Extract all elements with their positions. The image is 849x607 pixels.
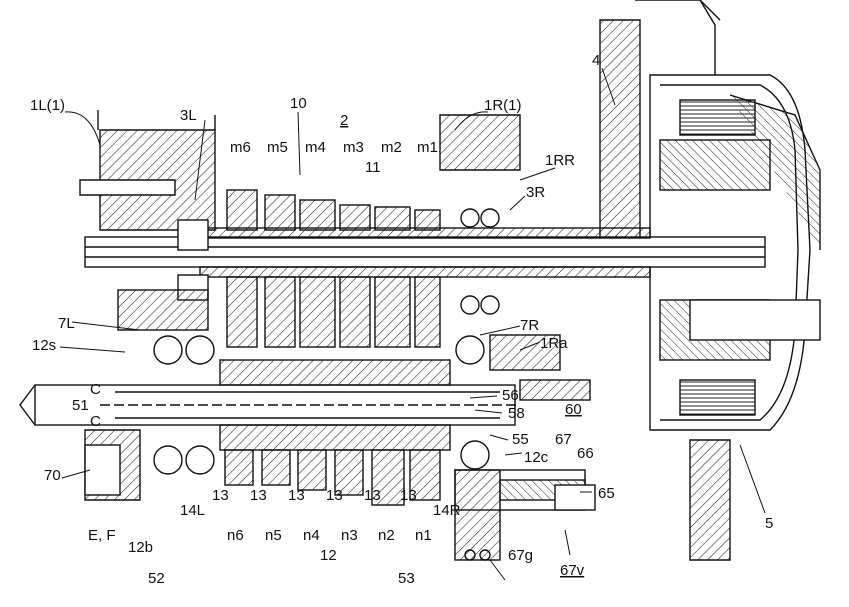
label-EF: E, F [88,527,116,544]
label-m4: m4 [305,139,326,156]
label-12s: 12s [32,337,56,354]
label-n6: n6 [227,527,244,544]
label-70: 70 [44,467,61,484]
label-m5: m5 [267,139,288,156]
label-m3: m3 [343,139,364,156]
label-60: 60 [565,401,582,418]
label-53: 53 [398,570,415,587]
label-13b: 13 [250,487,267,504]
label-3R: 3R [526,184,545,201]
label-10: 10 [290,95,307,112]
label-n2: n2 [378,527,395,544]
label-13e: 13 [364,487,381,504]
leader-lines [59,67,766,581]
output-assembly [454,469,596,561]
clutch-plates-lower [679,379,756,416]
label-58: 58 [508,405,525,422]
label-m6: m6 [230,139,251,156]
label-14L: 14L [180,502,205,519]
output-sprocket [519,379,591,401]
label-n1: n1 [415,527,432,544]
counter-gears [224,449,441,506]
label-13a: 13 [212,487,229,504]
label-55: 55 [512,431,529,448]
right-case-lower [689,439,731,561]
label-5: 5 [765,515,773,532]
label-7L: 7L [58,315,75,332]
label-C-upper: C [90,381,101,398]
label-1RR: 1RR [545,152,575,169]
label-2: 2 [340,112,348,129]
label-13c: 13 [288,487,305,504]
label-14R: 14R [433,502,461,519]
callout-labels: 1L(1) 1R(1) 3L 10 2 4 1RR 3R m6 m5 m4 m3… [30,52,773,587]
label-67: 67 [555,431,572,448]
bearing-3L-body [177,219,209,251]
clutch-plates-upper [679,99,756,136]
label-13d: 13 [326,487,343,504]
label-56: 56 [502,387,519,404]
label-m2: m2 [381,139,402,156]
label-7R: 7R [520,317,539,334]
line-art [19,0,821,581]
label-67v: 67v [560,562,585,579]
label-66: 66 [577,445,594,462]
label-C-lower: C [90,413,101,430]
label-n5: n5 [265,527,282,544]
counter-shaft [19,359,520,451]
label-n4: n4 [303,527,320,544]
label-11: 11 [365,159,381,176]
label-52: 52 [148,570,165,587]
label-13f: 13 [400,487,417,504]
label-1Ra: 1Ra [540,335,568,352]
label-12: 12 [320,547,337,564]
label-65: 65 [598,485,615,502]
label-3L: 3L [180,107,197,124]
label-12b: 12b [128,539,153,556]
right-case-wall [599,19,641,251]
main-gears-top [226,189,441,231]
label-m1: m1 [417,139,438,156]
label-12c: 12c [524,449,549,466]
label-1L: 1L(1) [30,97,65,114]
main-gears-bottom [226,276,441,348]
label-4: 4 [592,52,600,69]
label-51: 51 [72,397,89,414]
label-n3: n3 [341,527,358,544]
right-housing-upper [439,114,521,171]
label-1R: 1R(1) [484,97,522,114]
label-67g: 67g [508,547,533,564]
